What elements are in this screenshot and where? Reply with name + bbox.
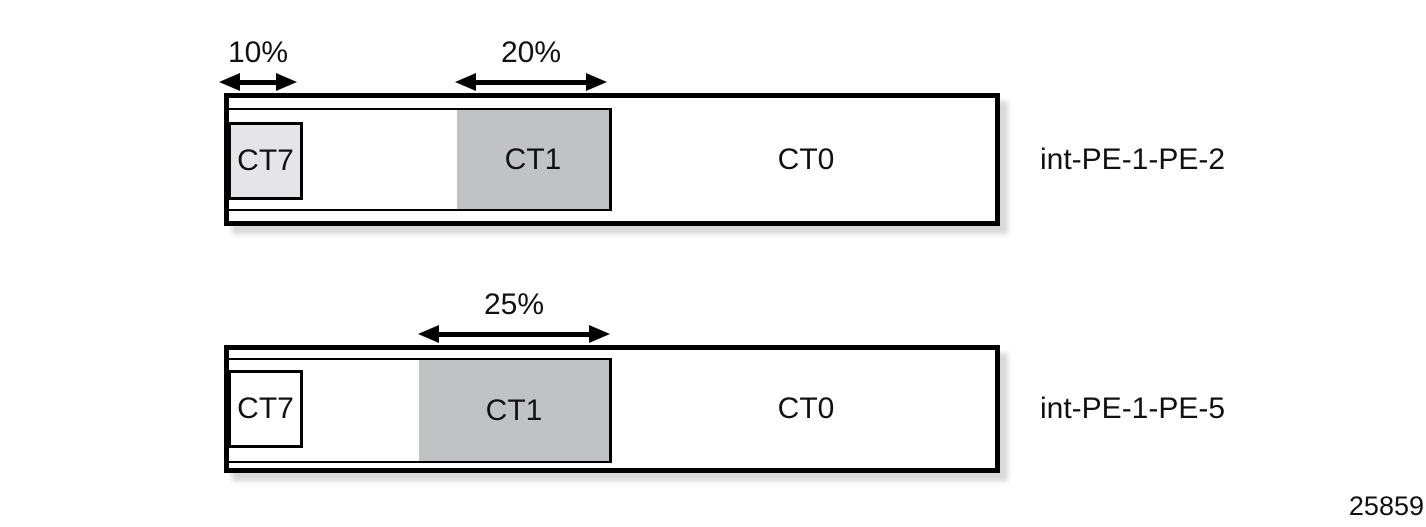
interface-bar-int-pe-1-pe-2: CT1 CT7 CT0 xyxy=(224,93,1000,226)
figure-number: 25859 xyxy=(1348,491,1424,521)
arrow-head-right-icon xyxy=(276,73,297,91)
interface-bar-int-pe-1-pe-5: CT1 CT7 CT0 xyxy=(224,345,1000,473)
ct0-segment-label: CT0 xyxy=(777,392,835,425)
ct7-percent-label: 10% xyxy=(227,36,289,69)
arrow-shaft xyxy=(476,79,586,85)
arrow-shaft xyxy=(439,331,589,337)
arrow-head-right-icon xyxy=(586,73,607,91)
arrow-head-right-icon xyxy=(589,325,610,343)
arrow-head-left-icon xyxy=(418,325,439,343)
ct1-bandwidth-annotation: 25% xyxy=(418,288,610,343)
ct0-segment: CT0 xyxy=(617,350,995,468)
ct7-segment: CT7 xyxy=(228,122,303,200)
ct1-segment-label: CT1 xyxy=(504,142,562,176)
interface-name-label: int-PE-1-PE-5 xyxy=(1040,392,1226,425)
interface-name-label: int-PE-1-PE-2 xyxy=(1040,142,1226,176)
ct1-percent-label: 25% xyxy=(483,288,545,321)
arrow-head-left-icon xyxy=(219,73,240,91)
ct1-segment-label: CT1 xyxy=(485,393,543,427)
ct1-segment: CT1 xyxy=(419,360,609,461)
double-arrow-icon xyxy=(219,73,297,91)
arrow-shaft xyxy=(240,79,276,85)
ct7-bandwidth-annotation: 10% xyxy=(219,36,297,91)
ct0-segment: CT0 xyxy=(617,98,995,221)
ct7-segment: CT7 xyxy=(228,370,303,448)
ct7-segment-label: CT7 xyxy=(237,392,294,425)
ct0-segment-label: CT0 xyxy=(777,142,835,176)
ct1-percent-label: 20% xyxy=(500,36,562,69)
double-arrow-icon xyxy=(418,325,610,343)
ct1-segment: CT1 xyxy=(457,110,609,209)
arrow-head-left-icon xyxy=(455,73,476,91)
double-arrow-icon xyxy=(455,73,607,91)
ct1-bandwidth-annotation: 20% xyxy=(455,36,607,91)
ct7-segment-label: CT7 xyxy=(237,144,294,177)
